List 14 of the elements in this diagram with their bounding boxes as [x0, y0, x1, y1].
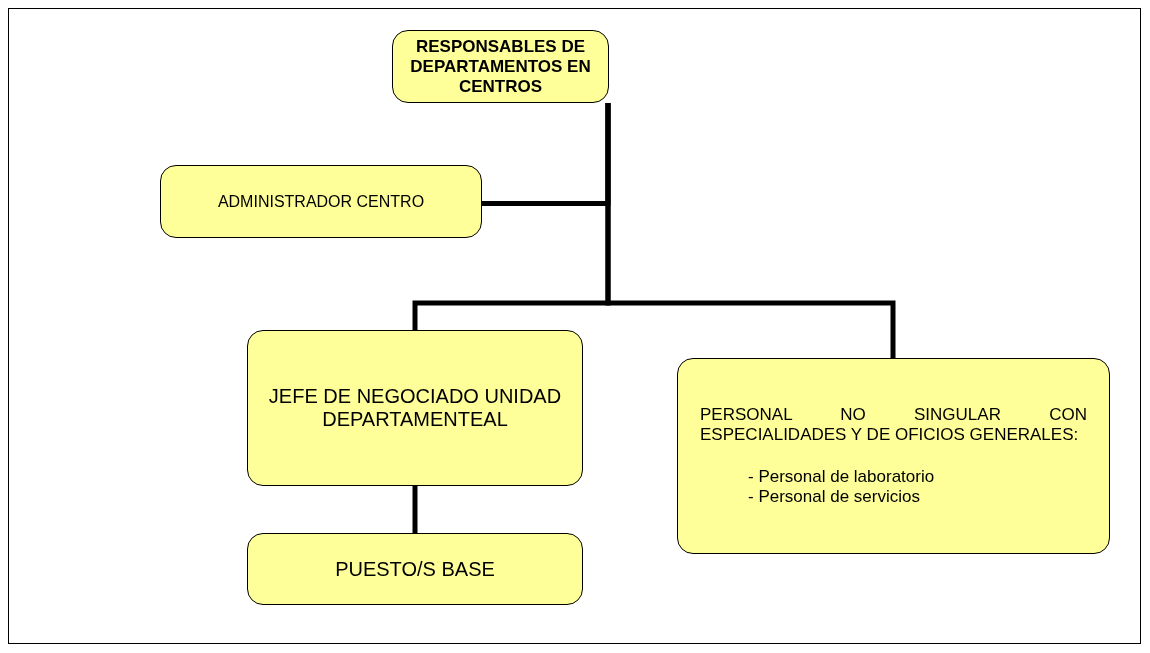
box-label: JEFE DE NEGOCIADO UNIDAD DEPARTAMENTEAL [267, 385, 563, 431]
rounded-box [160, 165, 482, 238]
rounded-box [677, 358, 1110, 554]
box-label: RESPONSABLES DE DEPARTAMENTOS EN CENTROS [409, 36, 592, 97]
box-label: PUESTO/S BASE [335, 557, 495, 581]
connector-line [412, 486, 418, 533]
box-label: ADMINISTRADOR CENTRO [217, 192, 425, 211]
rounded-box [392, 30, 609, 103]
list-item: - Personal de servicios [747, 487, 921, 507]
rounded-box [247, 533, 583, 605]
list-item: - Personal de laboratorio [747, 467, 936, 487]
heading-text: PERSONAL NO SINGULAR CON ESPECIALIDADES Y DE OFICIOS GENERALES: [700, 405, 1087, 445]
connector-line [605, 103, 896, 358]
rounded-box [247, 330, 583, 486]
